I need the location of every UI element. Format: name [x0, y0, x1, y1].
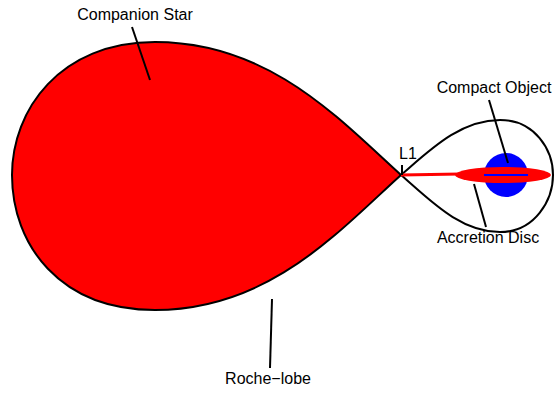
leader-line [474, 184, 486, 227]
mass-stream [401, 174, 460, 175]
leader-line [270, 299, 272, 368]
part-label: Roche−lobe [225, 370, 311, 388]
companion-star [12, 42, 401, 310]
leader-line [489, 100, 508, 163]
part-label: Compact Object [437, 79, 552, 97]
leader-line [401, 165, 403, 175]
roche-lobe-outline [401, 120, 553, 232]
compact-object-band [484, 174, 528, 176]
part-label: Companion Star [77, 6, 193, 24]
leader-line [132, 27, 150, 80]
part-label: L1 [399, 145, 417, 163]
part-label: Accretion Disc [437, 229, 539, 247]
accretion-disc [455, 167, 551, 183]
leader-lines [132, 27, 508, 368]
